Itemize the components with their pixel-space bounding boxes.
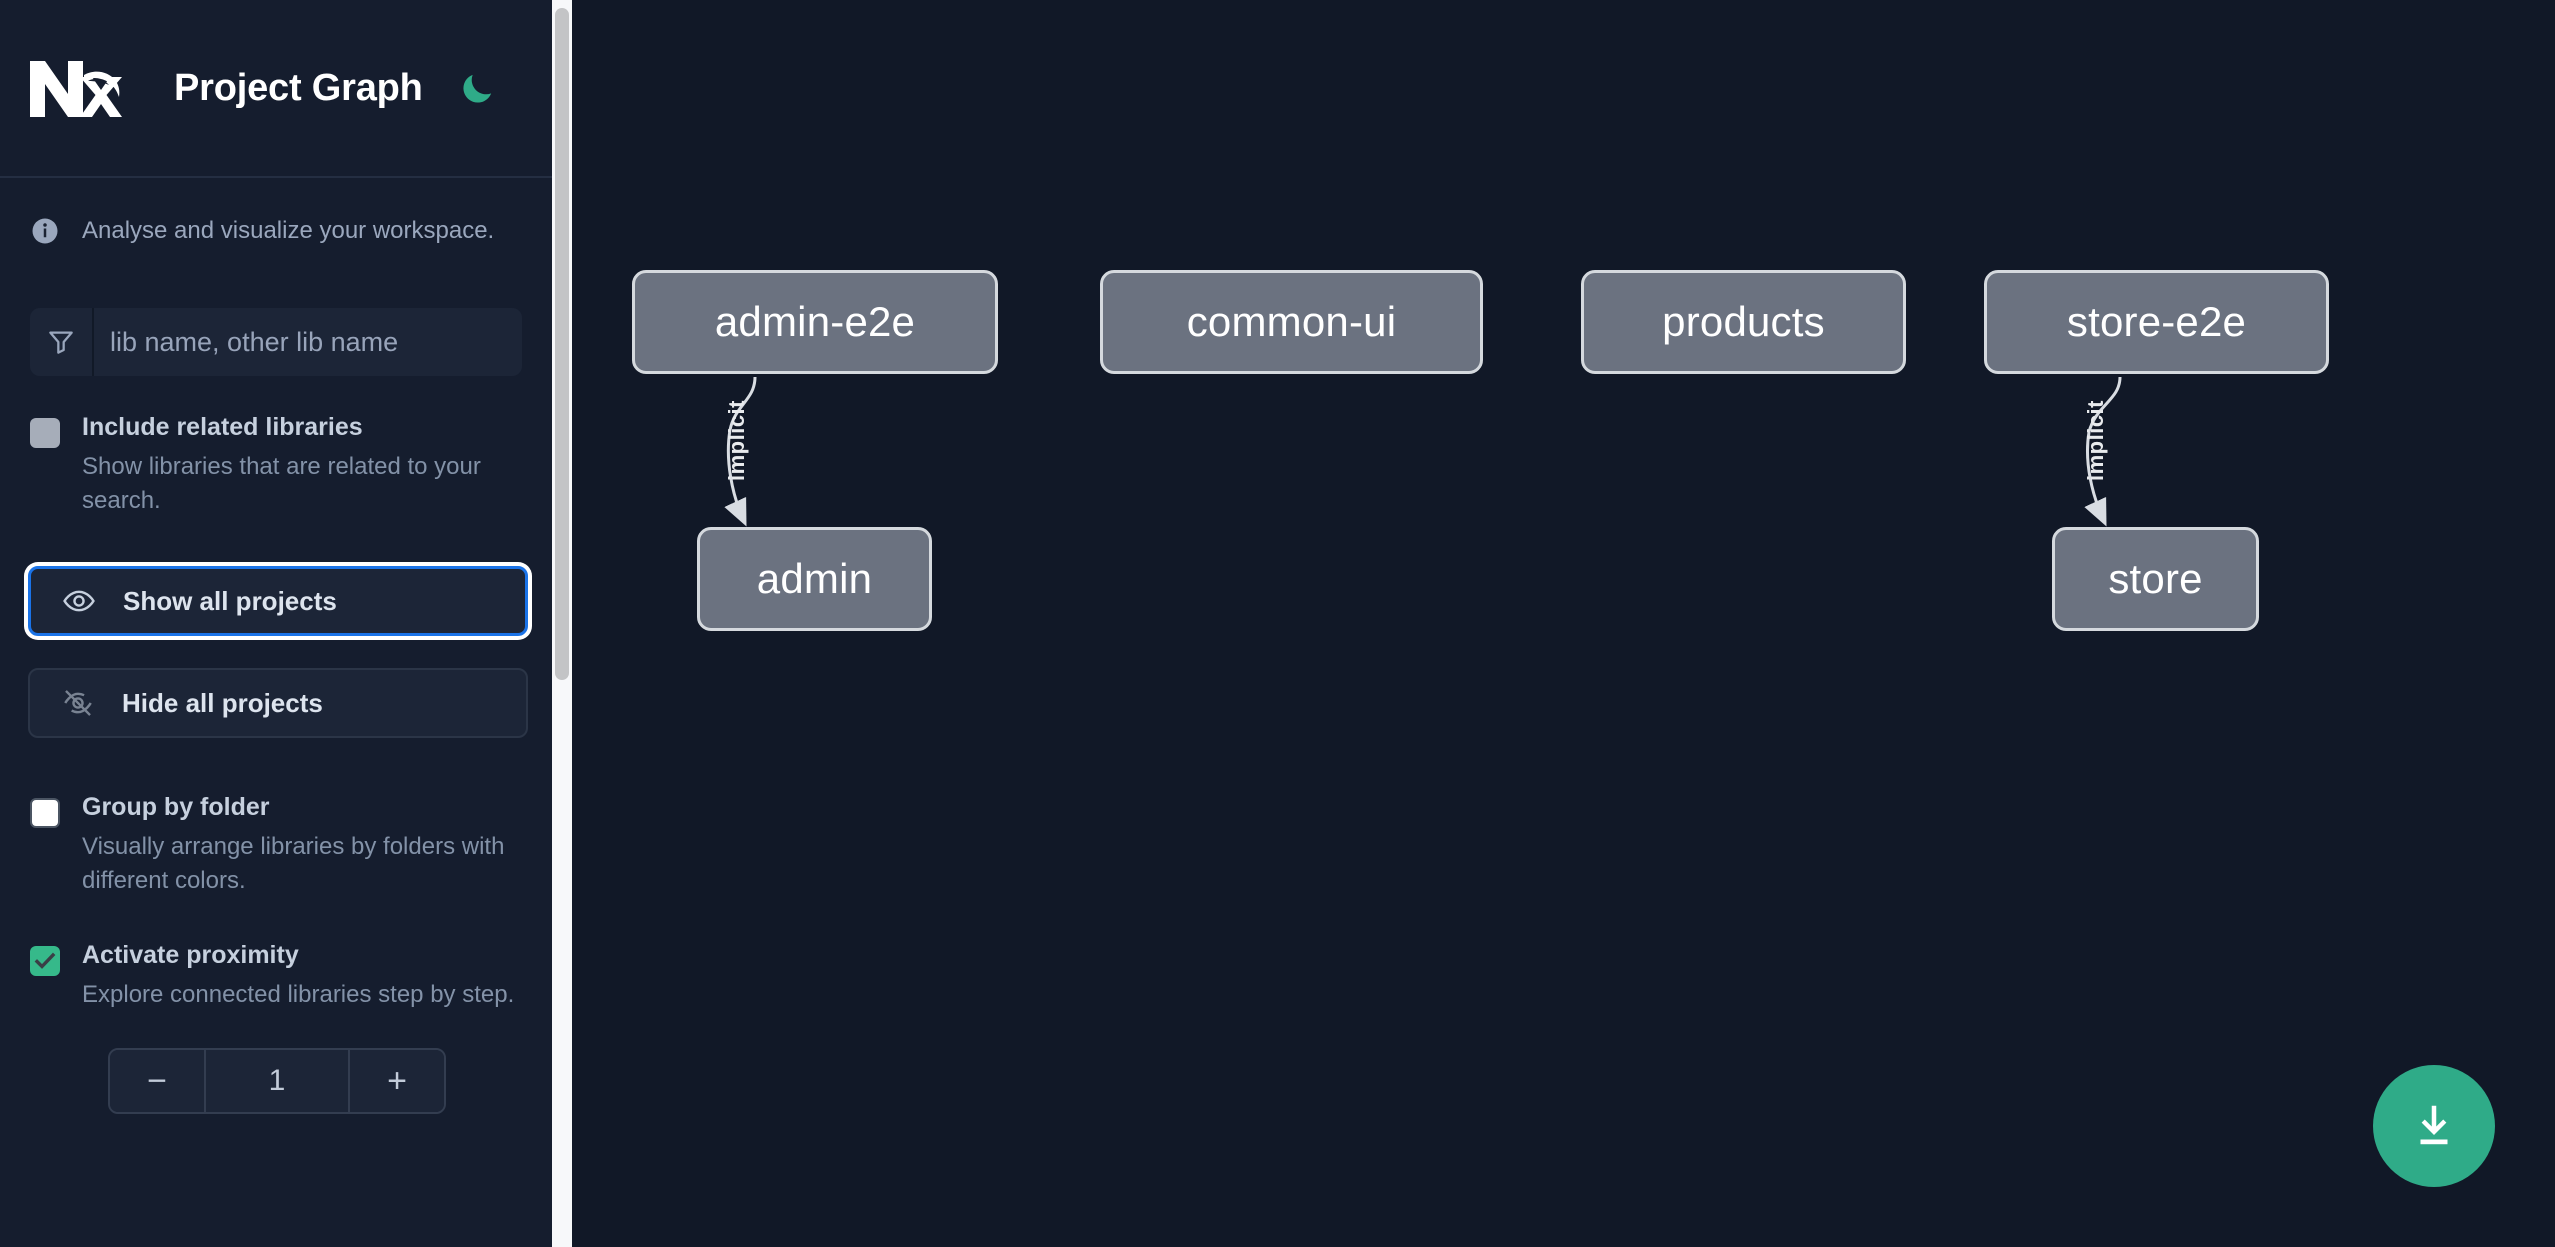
option-include-related-libraries[interactable]: Include related libraries Show libraries… [0,412,552,518]
option-description: Explore connected libraries step by step… [82,981,515,1009]
stepper-decrement-button[interactable]: − [110,1050,206,1113]
nx-logo [26,55,124,121]
download-icon [2420,1105,2448,1145]
sidebar-header: Project Graph [0,0,552,178]
option-activate-proximity[interactable]: Activate proximity Explore connected lib… [0,940,552,1012]
graph-node-common-ui[interactable]: common-ui [1100,270,1483,374]
hide-all-projects-label: Hide all projects [122,687,323,718]
graph-node-products[interactable]: products [1581,270,1906,374]
workspace-info: Analyse and visualize your workspace. [0,178,552,246]
show-all-projects-button[interactable]: Show all projects [28,566,528,637]
sidebar-content: Project Graph Analyse and visualize yo [0,0,552,1247]
search-input[interactable] [94,308,522,376]
show-all-projects-label: Show all projects [123,585,337,616]
option-group-by-folder[interactable]: Group by folder Visually arrange librari… [0,792,552,898]
option-description: Visually arrange libraries by folders wi… [82,833,505,895]
option-title: Activate proximity [82,941,299,970]
hide-all-projects-button[interactable]: Hide all projects [28,668,528,739]
edge-label-implicit: implicit [2083,400,2108,482]
scrollbar-thumb[interactable] [555,8,569,680]
checkbox-group-by-folder[interactable] [30,798,60,829]
option-title: Include related libraries [82,413,363,441]
checkbox-activate-proximity[interactable] [30,946,60,977]
funnel-icon [30,308,94,376]
graph-node-store-e2e[interactable]: store-e2e [1984,270,2329,374]
eye-off-icon [58,683,98,723]
graph-node-admin-e2e[interactable]: admin-e2e [632,270,998,374]
graph-canvas[interactable]: implicit implicit admin-e2e common-ui pr… [572,0,2555,1247]
option-title: Group by folder [82,793,270,822]
graph-node-admin[interactable]: admin [697,527,932,631]
project-visibility-buttons: Show all projects Hide all projects [28,566,528,739]
moon-icon[interactable] [455,66,499,110]
info-icon [30,216,60,246]
stepper-value: 1 [206,1050,348,1113]
proximity-stepper: − 1 + [108,1048,446,1115]
download-graph-button[interactable] [2373,1065,2495,1187]
page-title: Project Graph [174,66,423,109]
graph-node-store[interactable]: store [2052,527,2259,631]
sidebar: Project Graph Analyse and visualize yo [0,0,572,1247]
option-description: Show libraries that are related to your … [82,453,481,515]
eye-icon [59,581,99,621]
edge-label-implicit: implicit [724,400,749,482]
sidebar-scrollbar[interactable] [552,0,572,1247]
info-text: Analyse and visualize your workspace. [82,217,495,244]
checkbox-include-related-libraries[interactable] [30,418,60,448]
search-field[interactable] [30,308,522,376]
stepper-increment-button[interactable]: + [348,1050,444,1113]
